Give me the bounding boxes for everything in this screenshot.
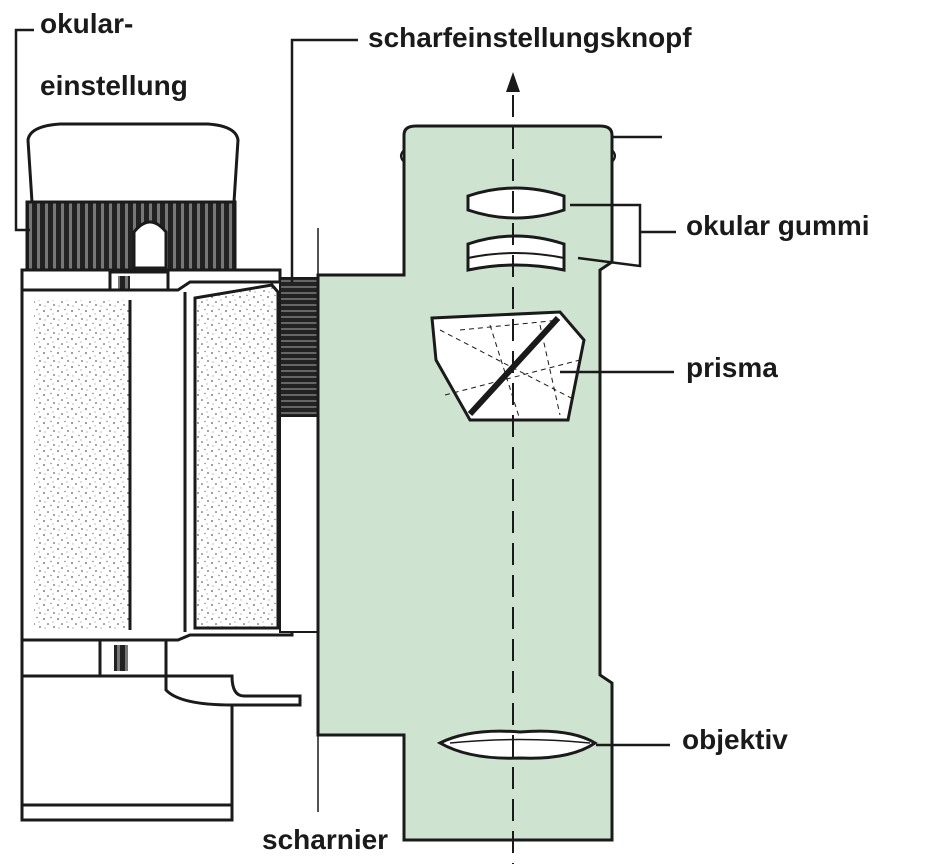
label-objective: objektiv — [682, 724, 788, 755]
label-hinge: scharnier — [262, 824, 389, 855]
label-eyecup-rubber: okular gummi — [686, 210, 870, 241]
objective-lens — [436, 729, 598, 760]
label-eyepiece-adjust-line2: einstellung — [40, 70, 188, 101]
focus-knob-ribs — [279, 277, 323, 417]
left-eyecup — [26, 122, 240, 204]
right-barrel-cutaway — [316, 124, 614, 842]
label-prism: prisma — [686, 352, 778, 383]
eyepiece-lenses — [466, 186, 566, 272]
left-barrel — [20, 122, 302, 822]
eyepiece-adjust-ring — [25, 200, 237, 272]
leader-lines — [14, 28, 676, 747]
optical-axis-arrow — [506, 72, 520, 92]
label-eyepiece-adjust-line1: okular- — [40, 8, 134, 39]
label-focus-knob: scharfeinstellungsknopf — [368, 22, 692, 53]
